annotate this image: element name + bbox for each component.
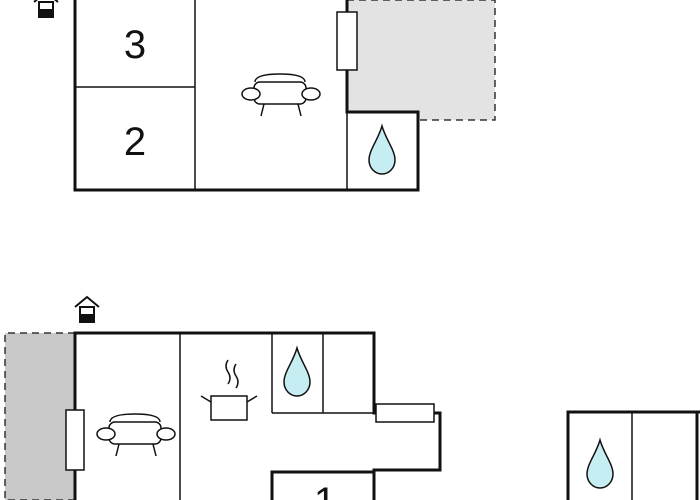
entrance-icon	[33, 0, 59, 18]
upper-terrace-door	[336, 11, 358, 71]
lower-terrace-door	[65, 409, 85, 471]
entrance-icon	[74, 295, 100, 323]
water-drop-icon	[586, 437, 614, 489]
water-drop-icon	[368, 123, 396, 175]
upper-outer-wall	[73, 0, 420, 192]
upper-terrace	[346, 0, 496, 121]
lower-side-door	[375, 403, 435, 423]
annex-building	[566, 410, 700, 500]
sofa-icon	[241, 73, 321, 117]
room-number-1: 1	[314, 480, 336, 500]
upper-floor: 3 2	[33, 0, 496, 192]
cooking-pot-icon	[200, 359, 258, 421]
room-number-3: 3	[124, 23, 146, 67]
sofa-icon	[96, 413, 176, 457]
annex-outer-wall	[566, 410, 700, 500]
lower-floor: 1	[4, 295, 442, 500]
lower-terrace	[4, 332, 75, 500]
room-number-2: 2	[124, 120, 146, 164]
lower-room-1-wall	[270, 470, 374, 500]
water-drop-icon	[283, 345, 311, 397]
